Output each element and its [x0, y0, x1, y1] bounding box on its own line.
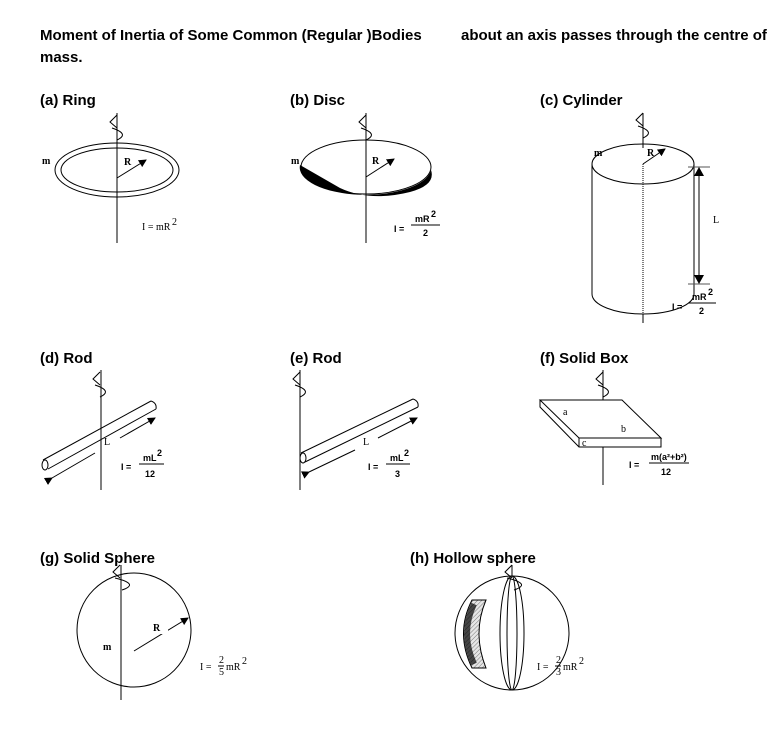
svg-text:2: 2: [431, 209, 436, 219]
svg-text:L: L: [104, 437, 110, 448]
svg-text:c: c: [582, 438, 587, 449]
svg-text:m(a²+b²): m(a²+b²): [651, 452, 687, 462]
svg-text:I =: I =: [672, 302, 682, 312]
svg-text:12: 12: [145, 469, 155, 479]
svg-text:mR: mR: [415, 214, 430, 224]
svg-text:2: 2: [699, 306, 704, 316]
svg-text:a: a: [563, 407, 568, 418]
cylinder-label: (c) Cylinder: [540, 92, 623, 109]
svg-text:2: 2: [242, 656, 247, 667]
solid-box-label: (f) Solid Box: [540, 350, 629, 367]
heading-line2: mass.: [40, 49, 83, 66]
svg-text:mL: mL: [390, 453, 404, 463]
svg-text:L: L: [363, 437, 369, 448]
svg-text:I =: I =: [121, 462, 131, 472]
hollow-sphere-figure: (h) Hollow sphere I = 2 3 mR 2: [410, 550, 584, 691]
svg-text:R: R: [647, 148, 655, 159]
svg-text:12: 12: [661, 467, 671, 477]
svg-text:R: R: [372, 156, 380, 167]
svg-text:2: 2: [404, 448, 409, 458]
disc-figure: (b) Disc m R I = mR 2 2: [290, 92, 440, 243]
rod-end-label: (e) Rod: [290, 350, 342, 367]
heading-line1-right: about an axis passes through the centre …: [461, 27, 768, 44]
svg-text:mL: mL: [143, 453, 157, 463]
svg-text:2: 2: [556, 655, 561, 666]
svg-text:I =: I =: [394, 224, 404, 234]
svg-text:m: m: [103, 642, 112, 653]
svg-text:mR: mR: [563, 662, 578, 673]
svg-text:m: m: [291, 156, 300, 167]
svg-text:3: 3: [395, 469, 400, 479]
rotation-arrow-icon: [109, 114, 123, 141]
svg-text:2: 2: [219, 655, 224, 666]
svg-text:m: m: [42, 156, 51, 167]
svg-text:b: b: [621, 424, 626, 435]
solid-sphere-figure: (g) Solid Sphere m R I = 2 5 mR 2: [40, 550, 247, 700]
svg-text:R: R: [124, 157, 132, 168]
svg-text:2: 2: [172, 217, 177, 228]
svg-text:L: L: [713, 215, 719, 226]
solid-sphere-label: (g) Solid Sphere: [40, 550, 155, 567]
svg-text:I =: I =: [537, 662, 549, 673]
svg-text:5: 5: [219, 667, 224, 678]
svg-text:mR: mR: [226, 662, 241, 673]
svg-text:2: 2: [579, 656, 584, 667]
ring-formula: I = mR: [142, 222, 171, 233]
svg-text:m: m: [594, 148, 603, 159]
svg-text:I =: I =: [629, 460, 639, 470]
svg-text:2: 2: [157, 448, 162, 458]
ring-label: (a) Ring: [40, 92, 96, 109]
svg-text:2: 2: [423, 228, 428, 238]
svg-text:2: 2: [708, 287, 713, 297]
hollow-sphere-label: (h) Hollow sphere: [410, 550, 536, 567]
disc-label: (b) Disc: [290, 92, 345, 109]
solid-box-figure: (f) Solid Box a b c I = m(a²+b²) 12: [538, 350, 689, 485]
rod-center-figure: (d) Rod L I = mL 2 12: [40, 350, 164, 490]
rod-end-figure: (e) Rod L I = mL 2 3: [290, 350, 419, 490]
rod-center-label: (d) Rod: [40, 350, 92, 367]
svg-text:R: R: [153, 623, 161, 634]
ring-figure: (a) Ring m R I = mR 2: [40, 92, 180, 243]
svg-text:mR: mR: [692, 292, 707, 302]
heading-line1-left: Moment of Inertia of Some Common (Regula…: [40, 27, 422, 44]
svg-text:3: 3: [556, 667, 561, 678]
svg-text:I =: I =: [368, 462, 378, 472]
cylinder-figure: (c) Cylinder m R L I = mR 2 2: [540, 92, 719, 323]
svg-text:I =: I =: [200, 662, 212, 673]
